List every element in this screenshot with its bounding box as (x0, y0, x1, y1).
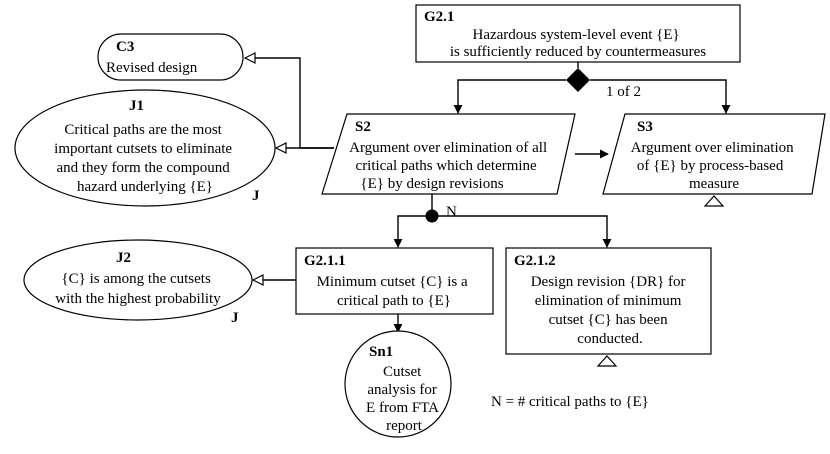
goal-g2-1-id: G2.1 (424, 9, 454, 25)
goal-g2-1-2: G2.1.2 Design revision {DR} for eliminat… (505, 247, 712, 367)
multiplicity-label: N (446, 204, 457, 220)
edge-dot-g212 (432, 215, 612, 248)
strategy-s2-text: Argument over elimination of all critica… (349, 140, 551, 192)
multiplicity-dot (425, 209, 439, 223)
solution-sn1-text: Cutset analysis for E from FTA report (366, 364, 442, 434)
context-c3-text: Revised design (106, 60, 198, 76)
justification-j1-id: J1 (129, 98, 144, 114)
goal-g2-1-1: G2.1.1 Minimum cutset {C} is a critical … (295, 247, 494, 315)
justification-j1: J1 Critical paths are the most important… (14, 89, 276, 207)
goal-g2-1-2-id: G2.1.2 (514, 253, 556, 269)
justification-j1-tag: J (252, 188, 260, 204)
strategy-s3: S3 Argument over elimination of {E} by p… (602, 113, 826, 207)
undeveloped-triangle-s3 (703, 195, 725, 207)
option-diamond (566, 68, 590, 92)
goal-g2-1-2-text: Design revision {DR} for elimination of … (531, 274, 690, 347)
solution-sn1: Sn1 Cutset analysis for E from FTA repor… (344, 330, 452, 438)
context-c3: C3 Revised design (97, 33, 244, 81)
strategy-s3-id: S3 (637, 119, 653, 135)
justification-j2-text: {C} is among the cutsets with the highes… (55, 271, 221, 307)
goal-g2-1: G2.1 Hazardous system-level event {E} is… (415, 4, 741, 63)
edge-option-s2 (453, 79, 566, 114)
multiplicity-note: N = # critical paths to {E} (491, 394, 649, 410)
goal-g2-1-text: Hazardous system-level event {E} is suff… (450, 27, 706, 60)
goal-g2-1-1-text: Minimum cutset {C} is a critical path to… (317, 274, 472, 309)
justification-j2-id: J2 (116, 250, 131, 266)
strategy-s2-id: S2 (355, 119, 371, 135)
goal-g2-1-1-id: G2.1.1 (304, 253, 346, 269)
option-label: 1 of 2 (606, 84, 641, 100)
edge-option-s3 (590, 79, 731, 114)
justification-j1-text: Critical paths are the most important cu… (54, 122, 236, 195)
edge-s2-c3 (245, 58, 334, 149)
justification-j2: J2 {C} is among the cutsets with the hig… (23, 239, 253, 326)
justification-j2-tag: J (231, 310, 239, 326)
strategy-s2: S2 Argument over elimination of all crit… (321, 113, 576, 195)
solution-sn1-id: Sn1 (369, 344, 393, 360)
strategy-s3-text: Argument over elimination of {E} by proc… (631, 140, 798, 192)
undeveloped-triangle-g2-1-2 (596, 355, 618, 367)
context-c3-id: C3 (116, 39, 134, 55)
edge-dot-g211 (393, 215, 432, 248)
